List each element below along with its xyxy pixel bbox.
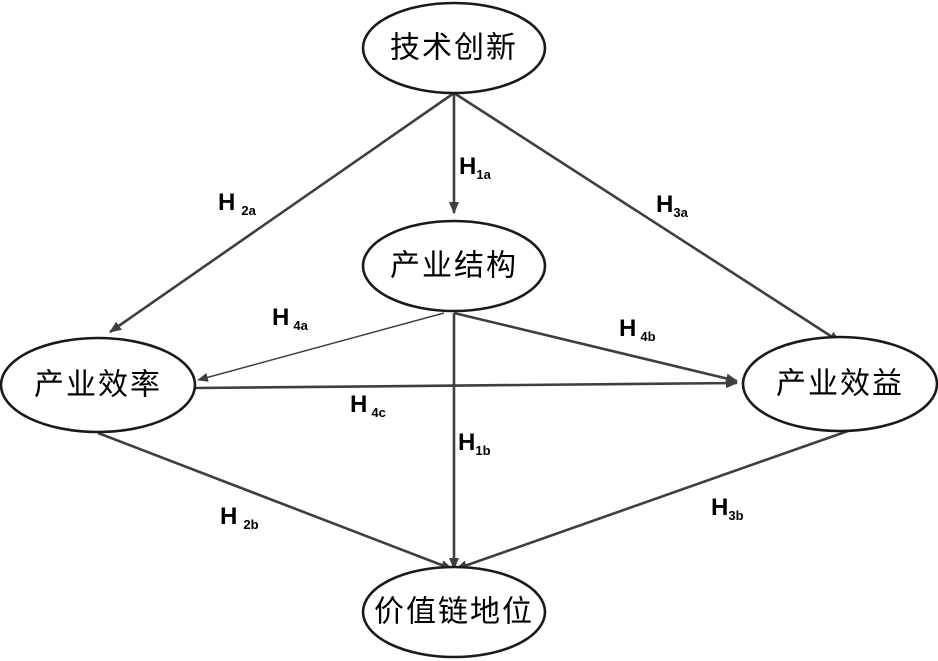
node-industrial-structure: 产业结构 [361, 219, 547, 313]
label-h1b: H1b [458, 429, 491, 458]
node-value-chain-position: 价值链地位 [361, 565, 547, 659]
node-label: 技术创新 [390, 31, 518, 66]
edge-h4b [453, 311, 738, 384]
edge-h3b [455, 429, 849, 571]
edge-h4c [195, 378, 738, 390]
edge-h3a [453, 91, 841, 344]
node-industrial-benefit: 产业效益 [741, 335, 938, 433]
node-label: 产业效益 [776, 367, 904, 402]
node-tech-innovation: 技术创新 [361, 1, 547, 95]
edge-h2b [97, 431, 453, 571]
label-h3a: H3a [656, 191, 689, 220]
node-label: 价值链地位 [374, 595, 534, 630]
label-h3b: H3b [711, 494, 744, 523]
node-industrial-efficiency: 产业效率 [0, 336, 197, 434]
node-label: 产业结构 [390, 249, 518, 284]
edge-h2a [109, 91, 455, 334]
node-label: 产业效率 [34, 368, 162, 403]
edge-h4a [197, 312, 445, 382]
label-h1a: H1a [459, 153, 492, 182]
